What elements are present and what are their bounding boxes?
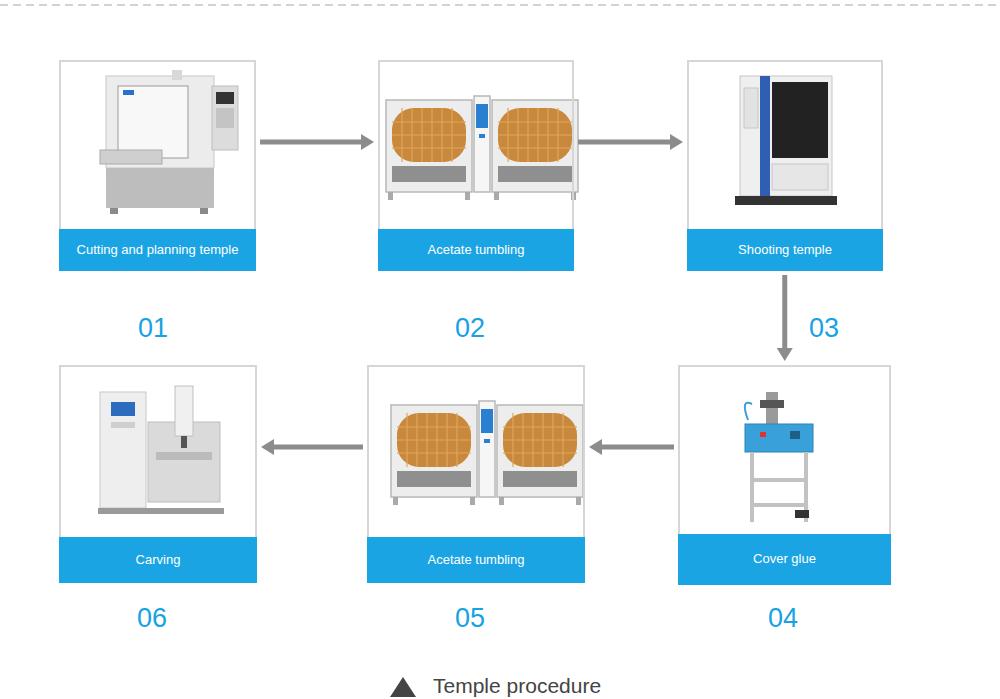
shooting-machine: [735, 76, 837, 205]
caption-triangle: [390, 677, 416, 697]
label-bar: Acetate tumbling: [367, 537, 585, 583]
step-label: Acetate tumbling: [428, 242, 525, 258]
step-label: Acetate tumbling: [428, 552, 525, 568]
process-card: Cover glue: [678, 365, 891, 585]
flow-arrow: [578, 134, 683, 150]
label-bar: Shooting temple: [687, 229, 883, 271]
step-number: 02: [455, 315, 485, 342]
flow-arrow: [589, 439, 674, 455]
step-number: 01: [138, 315, 168, 342]
dashed-rule: [0, 4, 1000, 6]
process-card: Acetate tumbling: [378, 60, 574, 271]
cnc-machine: [100, 70, 238, 214]
arrow-head: [361, 134, 374, 150]
step-number: 05: [455, 605, 485, 632]
step-number: 03: [809, 315, 839, 342]
arrow-head: [589, 439, 602, 455]
carving-machine: [98, 386, 224, 514]
tumbler-machine: [391, 401, 583, 505]
arrow-head: [670, 134, 683, 150]
step-label: Shooting temple: [738, 242, 832, 258]
caption: Temple procedure: [433, 673, 601, 698]
process-card: Shooting temple: [687, 60, 883, 271]
arrow-shaft: [601, 445, 674, 450]
arrow-shaft: [273, 445, 363, 450]
process-card: Cutting and planning temple: [59, 60, 256, 271]
tumbler-machine: [386, 96, 578, 200]
flow-arrow: [261, 439, 363, 455]
arrow-head: [777, 348, 793, 361]
arrow-shaft: [578, 140, 671, 145]
process-card: Carving: [59, 365, 257, 583]
glue-machine: [745, 392, 813, 522]
process-card: Acetate tumbling: [367, 365, 585, 583]
step-label: Carving: [136, 552, 181, 568]
label-bar: Carving: [59, 537, 257, 583]
flow-arrow: [260, 134, 374, 150]
arrow-shaft: [260, 140, 362, 145]
label-bar: Acetate tumbling: [378, 229, 574, 271]
label-bar: Cover glue: [678, 534, 891, 585]
flow-arrow: [777, 275, 793, 361]
arrow-head: [261, 439, 274, 455]
step-label: Cover glue: [753, 551, 816, 567]
step-label: Cutting and planning temple: [77, 242, 239, 258]
step-number: 04: [768, 605, 798, 632]
label-bar: Cutting and planning temple: [59, 229, 256, 271]
arrow-shaft: [782, 275, 787, 349]
step-number: 06: [137, 605, 167, 632]
